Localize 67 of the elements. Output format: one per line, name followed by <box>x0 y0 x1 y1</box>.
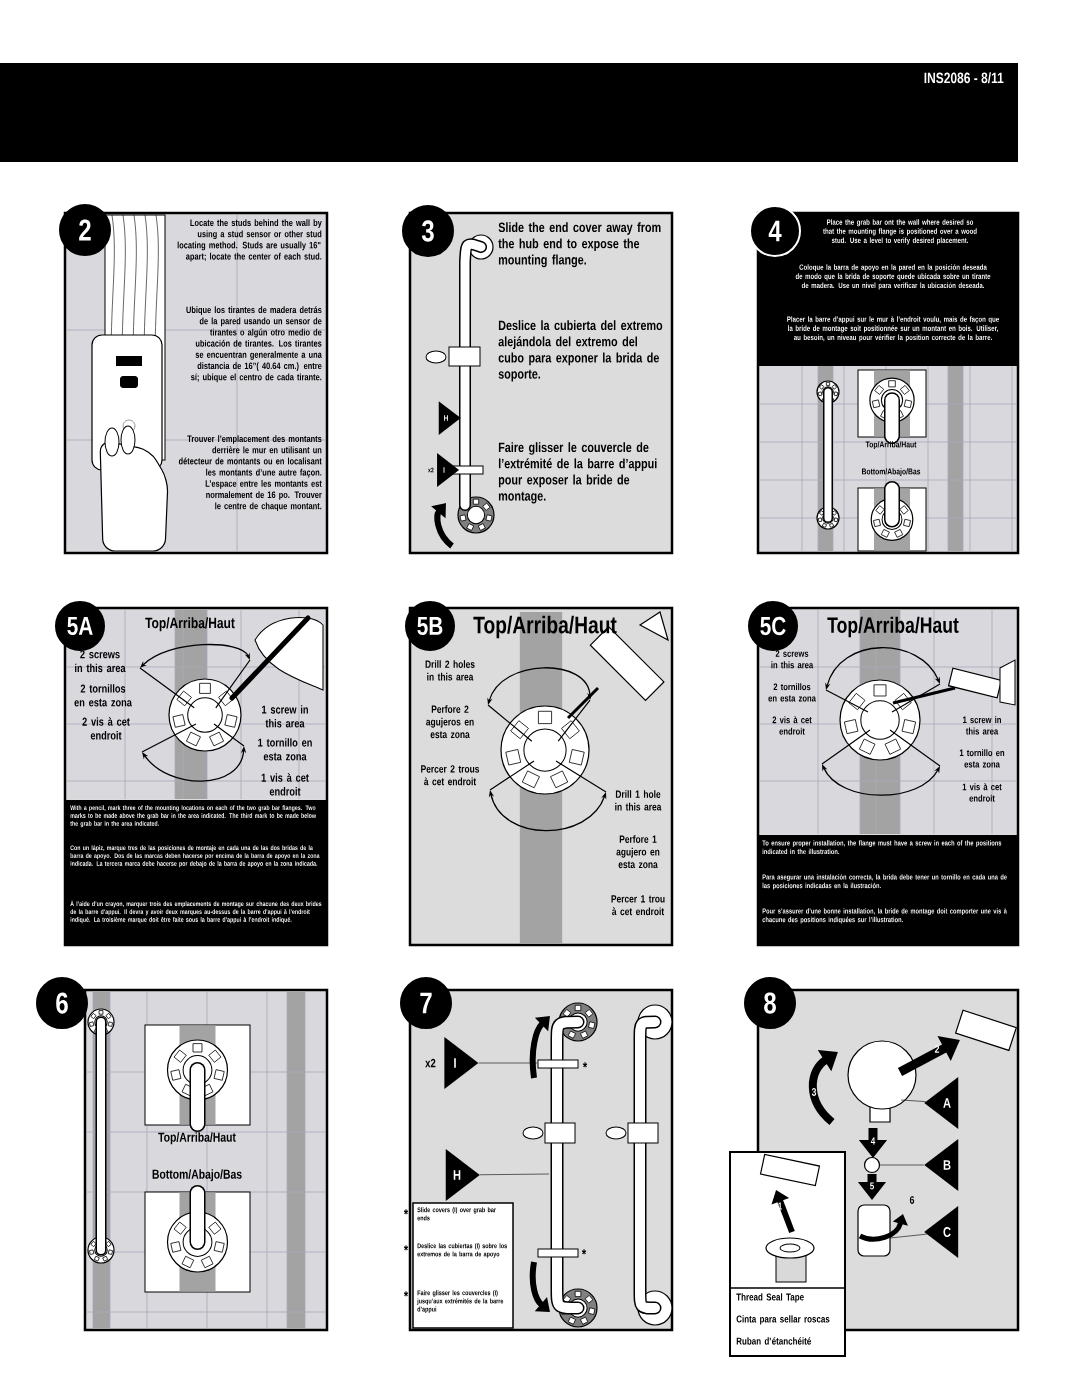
instruction-text: Ubique los tirantes de madera detrás de la pared usando un sensor de tirantes o algún otro medio de ubicación de tirantes. Los tirantes se encuentran generalmente a una distancia de 16”( 40.64 cm.) entre sí; ubique el centro de cada tirante. <box>186 306 322 383</box>
drill-area-label: Percer 2 trous à cet endroit <box>421 765 480 786</box>
instruction-text: Slide the end cover away from the hub end to expose the mounting flange. <box>498 222 661 268</box>
instruction-text: Faire glisser le couvercle de l’extrémité de la barre d’appui pour exposer la bride de montage. <box>498 442 657 504</box>
drill-area-label: Percer 1 trou à cet endroit <box>611 895 665 916</box>
leader-line <box>479 1173 550 1176</box>
drill-area-label: Drill 2 holes in this area <box>425 660 475 681</box>
orientation-label: Top/Arriba/Haut <box>865 441 917 450</box>
callout-triangle: A <box>924 1076 959 1130</box>
sequence-number: 3 <box>811 1088 817 1096</box>
step-number: 5B <box>405 601 455 651</box>
callout-triangle: B <box>924 1138 959 1192</box>
orientation-label: Top/Arriba/Haut <box>145 617 235 632</box>
instruction-text: Trouver l’emplacement des montants derrière le mur en utilisant un détecteur de montants ou en localisant les montants d’une autre façon. L’espace entre les montants est normalement de 16 po. Trouver le centre de chaque montant. <box>178 435 322 512</box>
callout-triangle: H <box>438 401 461 435</box>
instruction-text: Thread Seal Tape <box>736 1293 804 1303</box>
drill-area-label: Drill 1 hole in this area <box>615 790 662 811</box>
screw-area-label: 2 tornillos en esta zona <box>768 683 816 702</box>
screw-area-label: 1 tornillo en esta zona <box>258 738 312 761</box>
callout-triangle: H <box>445 1148 480 1202</box>
instruction-text: Locate the studs behind the wall by using a stud sensor or other stud locating method. Studs are usually 16" apart; locate the center of each stud. <box>177 219 322 262</box>
step-number: 5C <box>748 601 798 651</box>
orientation-label: Top/Arriba/Haut <box>473 615 617 639</box>
screw-area-label: 2 screws in this area <box>771 650 814 669</box>
asterisk: * <box>581 1249 587 1255</box>
instruction-text: Ruban d'étanchéité <box>736 1337 811 1345</box>
document-code: INS2086 - 8/11 <box>924 72 1004 84</box>
screw-area-label: 1 vis à cet endroit <box>261 773 309 796</box>
step-number: 8 <box>744 977 796 1029</box>
screw-area-label: 1 tornillo en esta zona <box>959 749 1005 768</box>
screw-area-label: 1 screw in this area <box>262 705 308 728</box>
asterisk: * <box>403 1291 409 1297</box>
instruction-text: Cinta para sellar roscas <box>736 1315 830 1325</box>
callout-triangle: I <box>437 453 460 487</box>
step-number: 3 <box>402 205 454 257</box>
screw-area-label: 1 vis à cet endroit <box>962 783 1002 802</box>
step-number: 4 <box>749 205 801 257</box>
asterisk: * <box>403 1245 409 1251</box>
leader-line <box>879 1164 925 1166</box>
step-number: 2 <box>59 204 111 256</box>
leader-line <box>478 1062 538 1064</box>
step-number: 5A <box>55 601 105 651</box>
asterisk: * <box>403 1209 409 1215</box>
step-number: 7 <box>400 977 452 1029</box>
screw-area-label: 2 tornillos en esta zona <box>74 684 132 707</box>
asterisk: * <box>582 1062 588 1068</box>
callout-triangle: I <box>444 1036 479 1090</box>
drill-area-label: Perfore 1 agujero en esta zona <box>616 835 660 869</box>
orientation-label: Bottom/Abajo/Bas <box>152 1169 242 1182</box>
leader-line <box>900 1099 926 1102</box>
screw-area-label: 2 vis à cet endroit <box>82 717 130 740</box>
leader-line <box>889 1233 927 1239</box>
sequence-number: 5 <box>870 1182 874 1190</box>
drill-area-label: Perfore 2 agujeros en esta zona <box>426 705 474 739</box>
callout-triangle: C <box>924 1205 959 1259</box>
instruction-text: Deslice la cubierta del extremo alejándola del extremo del cubo para exponer la brida de soporte. <box>498 320 663 382</box>
sequence-number: 2 <box>934 1045 940 1053</box>
screw-area-label: 1 screw in this area <box>963 716 1001 735</box>
sequence-number: 6 <box>909 1196 915 1204</box>
orientation-label: Top/Arriba/Haut <box>158 1132 236 1145</box>
quantity-label: x2 <box>425 1058 436 1068</box>
screw-area-label: 2 screws in this area <box>75 650 126 673</box>
screw-area-label: 2 vis à cet endroit <box>772 716 812 735</box>
orientation-label: Top/Arriba/Haut <box>827 616 959 638</box>
step-number: 6 <box>36 977 88 1029</box>
sequence-number: 4 <box>870 1137 876 1145</box>
orientation-label: Bottom/Abajo/Bas <box>862 468 921 477</box>
